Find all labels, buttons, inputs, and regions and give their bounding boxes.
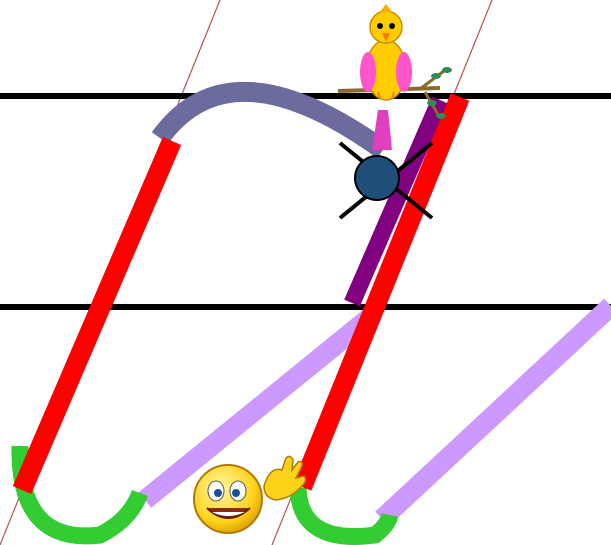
purple-stroke [344,96,448,307]
crossed-dot-marker-icon [338,141,434,220]
waving-smiley-icon [193,455,307,534]
connector-stroke-left [138,305,382,508]
main-stroke-left [12,137,182,494]
main-stroke-right [292,93,470,491]
connector-stroke-right [375,298,611,527]
arch-stroke [151,81,389,159]
hook-stroke-right [289,487,399,545]
bird-on-branch-icon [337,4,452,150]
